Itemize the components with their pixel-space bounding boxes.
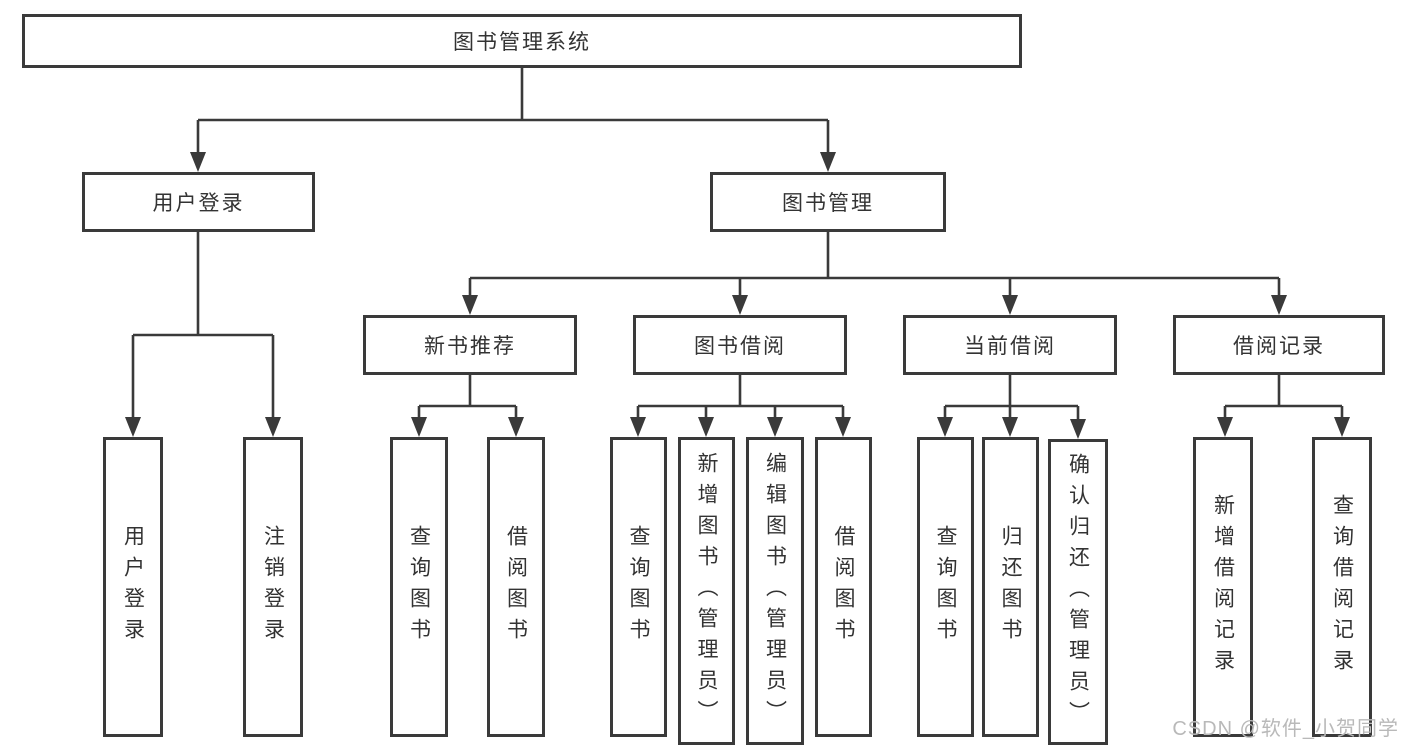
leaf-borrow-books-2-label: 借阅图书	[832, 525, 855, 649]
leaf-query-books-3: 查询图书	[917, 437, 974, 737]
node-book-borrow: 图书借阅	[633, 315, 847, 375]
node-borrow-records: 借阅记录	[1173, 315, 1385, 375]
leaf-confirm-return-admin: 确认归还（管理员）	[1048, 439, 1108, 745]
leaf-borrow-books-2: 借阅图书	[815, 437, 872, 737]
leaf-query-books-3-label: 查询图书	[934, 525, 957, 649]
node-borrow-records-label: 借阅记录	[1233, 335, 1325, 358]
leaf-add-borrow-record-label: 新增借阅记录	[1211, 494, 1235, 680]
leaf-query-borrow-record: 查询借阅记录	[1312, 437, 1372, 737]
leaf-edit-books-admin: 编辑图书（管理员）	[746, 437, 804, 745]
leaf-logout: 注销登录	[243, 437, 303, 737]
node-book-management-label: 图书管理	[782, 192, 874, 215]
node-book-system-label: 图书管理系统	[453, 31, 591, 54]
leaf-query-books-1-label: 查询图书	[407, 525, 431, 649]
node-user-login-label: 用户登录	[152, 192, 245, 215]
leaf-borrow-books-1: 借阅图书	[487, 437, 545, 737]
leaf-edit-books-admin-label: 编辑图书（管理员）	[763, 451, 787, 731]
leaf-query-books-2-label: 查询图书	[627, 525, 650, 649]
node-current-borrow-label: 当前借阅	[964, 335, 1056, 358]
leaf-logout-label: 注销登录	[261, 525, 285, 649]
node-new-book-recommend-label: 新书推荐	[424, 335, 516, 358]
node-current-borrow: 当前借阅	[903, 315, 1117, 375]
node-user-login: 用户登录	[82, 172, 315, 232]
watermark: CSDN @软件_小贺同学	[1172, 718, 1399, 740]
leaf-return-books: 归还图书	[982, 437, 1039, 737]
leaf-add-books-admin: 新增图书（管理员）	[678, 437, 735, 745]
leaf-query-borrow-record-label: 查询借阅记录	[1330, 494, 1354, 680]
node-book-management: 图书管理	[710, 172, 946, 232]
node-new-book-recommend: 新书推荐	[363, 315, 577, 375]
leaf-return-books-label: 归还图书	[999, 525, 1022, 649]
leaf-confirm-return-admin-label: 确认归还（管理员）	[1066, 452, 1090, 732]
leaf-user-login-label: 用户登录	[121, 525, 145, 649]
leaf-query-books-2: 查询图书	[610, 437, 667, 737]
leaf-user-login: 用户登录	[103, 437, 163, 737]
node-book-system: 图书管理系统	[22, 14, 1022, 68]
leaf-query-books-1: 查询图书	[390, 437, 448, 737]
leaf-add-books-admin-label: 新增图书（管理员）	[695, 451, 718, 731]
leaf-borrow-books-1-label: 借阅图书	[504, 525, 528, 649]
node-book-borrow-label: 图书借阅	[694, 335, 786, 358]
leaf-add-borrow-record: 新增借阅记录	[1193, 437, 1253, 737]
